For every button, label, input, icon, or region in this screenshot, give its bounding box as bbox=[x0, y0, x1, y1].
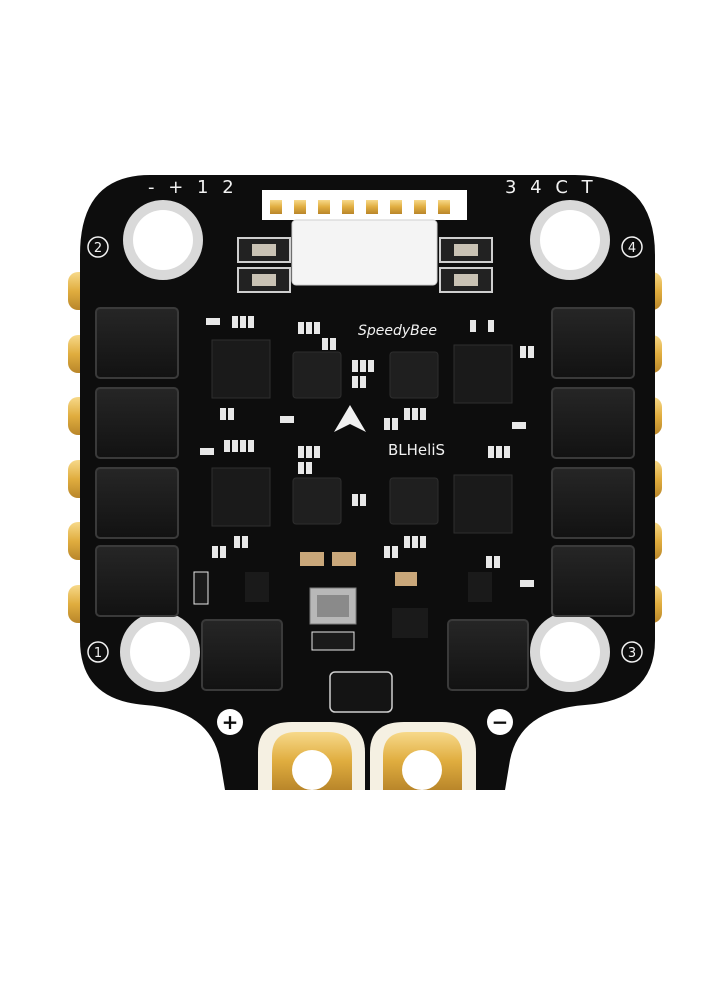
battery-pad-positive bbox=[258, 722, 365, 790]
right-mosfets bbox=[551, 307, 635, 617]
plus-marker: + bbox=[217, 709, 243, 735]
bottom-mosfets bbox=[201, 619, 529, 691]
regulator-components bbox=[193, 552, 492, 713]
mount-hole-top-right bbox=[530, 200, 610, 280]
firmware-label: BLHeliS bbox=[388, 441, 445, 459]
mount-label-2: 2 bbox=[87, 236, 109, 258]
svg-text:3: 3 bbox=[628, 646, 636, 661]
mount-label-1: 1 bbox=[87, 641, 109, 663]
top-capacitors bbox=[237, 237, 493, 293]
top-connector bbox=[262, 190, 467, 286]
driver-chips bbox=[211, 339, 513, 534]
battery-pad-negative bbox=[370, 722, 476, 790]
svg-text:4: 4 bbox=[628, 241, 636, 256]
mount-hole-bottom-left bbox=[120, 612, 200, 692]
svg-text:−: − bbox=[492, 710, 509, 734]
left-mosfets bbox=[95, 307, 179, 617]
top-left-label: - + 1 2 bbox=[148, 177, 238, 198]
mount-label-4: 4 bbox=[621, 236, 643, 258]
minus-marker: − bbox=[487, 709, 513, 735]
mount-hole-top-left bbox=[123, 200, 203, 280]
brand-logo: SpeedyBee bbox=[358, 323, 437, 339]
mount-label-3: 3 bbox=[621, 641, 643, 663]
svg-text:+: + bbox=[222, 710, 239, 734]
direction-arrow-icon bbox=[334, 405, 366, 432]
top-right-label: 3 4 C T bbox=[505, 177, 597, 198]
mount-hole-bottom-right bbox=[530, 612, 610, 692]
svg-text:1: 1 bbox=[94, 646, 102, 661]
svg-text:2: 2 bbox=[94, 241, 102, 256]
passive-components bbox=[200, 316, 534, 587]
